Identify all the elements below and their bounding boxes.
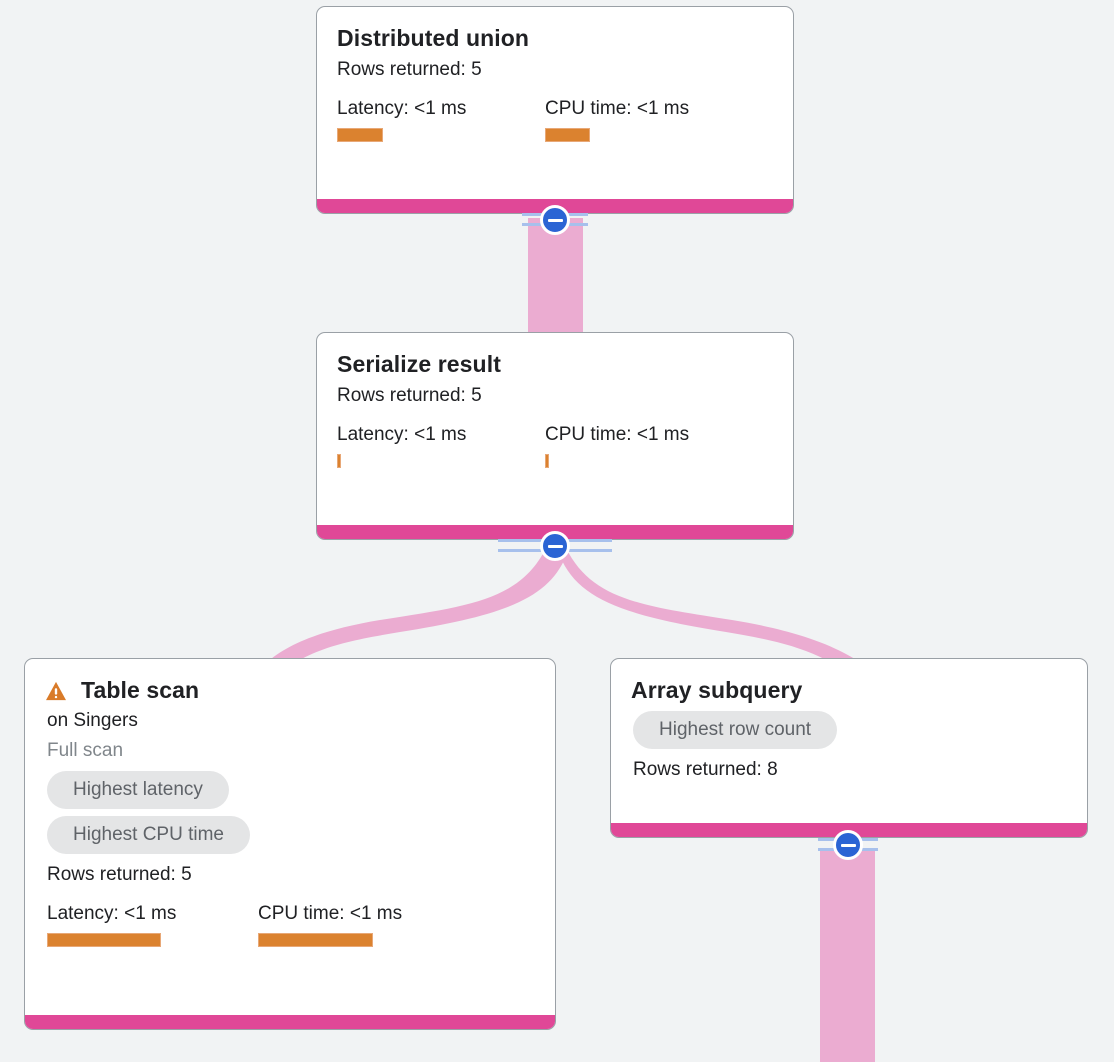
node-card-serialize-result[interactable]: Serialize result Rows returned: 5 Latenc… [316, 332, 794, 540]
metric-cpu-time-label: CPU time: <1 ms [545, 424, 690, 445]
badge-list: Highest row count [633, 711, 1067, 749]
edge-distributed-union-to-serialize-result [528, 218, 583, 340]
metric-cpu-time-bar [545, 128, 590, 142]
node-header-text: Table scan [81, 675, 199, 705]
rows-returned-text: Rows returned: 5 [337, 59, 482, 80]
rows-returned-text: Rows returned: 8 [633, 759, 778, 780]
metrics-row: Latency: <1 ms CPU time: <1 ms [337, 424, 773, 468]
minus-icon [840, 843, 856, 847]
metric-latency-label: Latency: <1 ms [337, 424, 467, 445]
metric-cpu-time-bar [545, 454, 549, 468]
badge-highest-row-count: Highest row count [633, 711, 838, 749]
node-scan-detail: Full scan [47, 740, 124, 761]
node-footer-bar [25, 1015, 555, 1029]
metric-latency-bar [47, 933, 161, 947]
metric-latency-label: Latency: <1 ms [337, 98, 467, 119]
node-header: Table scan [45, 675, 535, 705]
node-header: Array subquery [631, 675, 1067, 705]
metrics-row: Latency: <1 ms CPU time: <1 ms [47, 903, 535, 947]
metrics-row: Latency: <1 ms CPU time: <1 ms [337, 98, 773, 142]
node-body: Serialize result Rows returned: 5 Latenc… [317, 333, 793, 525]
node-body: Distributed union Rows returned: 5 Laten… [317, 7, 793, 199]
node-card-distributed-union[interactable]: Distributed union Rows returned: 5 Laten… [316, 6, 794, 214]
badge-highest-latency: Highest latency [47, 771, 229, 809]
minus-icon [547, 218, 563, 222]
node-title: Array subquery [631, 677, 803, 703]
node-card-table-scan[interactable]: Table scan on Singers Full scan Highest … [24, 658, 556, 1030]
metric-cpu-time: CPU time: <1 ms [545, 98, 689, 142]
metric-latency-bar [337, 128, 383, 142]
collapse-toggle-serialize-result[interactable] [540, 531, 570, 561]
node-body: Table scan on Singers Full scan Highest … [25, 659, 555, 1015]
metric-latency: Latency: <1 ms [47, 903, 258, 947]
badge-highest-cpu-time: Highest CPU time [47, 816, 250, 854]
rows-returned-text: Rows returned: 5 [47, 864, 192, 885]
rows-returned-text: Rows returned: 5 [337, 385, 482, 406]
node-header-text: Distributed union [337, 23, 529, 53]
node-title: Serialize result [337, 351, 501, 377]
metric-cpu-time-label: CPU time: <1 ms [258, 903, 403, 924]
edge-array-subquery-to-offscreen-child [820, 850, 875, 1062]
node-header: Serialize result [337, 349, 773, 379]
node-header-text: Serialize result [337, 349, 501, 379]
collapse-toggle-array-subquery[interactable] [833, 830, 863, 860]
metric-latency-label: Latency: <1 ms [47, 903, 177, 924]
metric-cpu-time: CPU time: <1 ms [545, 424, 689, 468]
metric-latency: Latency: <1 ms [337, 424, 545, 468]
node-header: Distributed union [337, 23, 773, 53]
badge-list: Highest latency Highest CPU time [47, 771, 535, 854]
node-body: Array subquery Highest row count Rows re… [611, 659, 1087, 823]
node-header-text: Array subquery [631, 675, 802, 705]
minus-icon [547, 544, 563, 548]
metric-cpu-time-label: CPU time: <1 ms [545, 98, 690, 119]
warning-icon [46, 681, 66, 701]
metric-cpu-time-bar [258, 933, 373, 947]
metric-latency: Latency: <1 ms [337, 98, 545, 142]
node-title: Distributed union [337, 25, 530, 51]
node-subtitle-table: on Singers [47, 710, 138, 731]
node-title: Table scan [81, 677, 200, 703]
collapse-toggle-distributed-union[interactable] [540, 205, 570, 235]
metric-latency-bar [337, 454, 341, 468]
metric-cpu-time: CPU time: <1 ms [258, 903, 402, 947]
node-card-array-subquery[interactable]: Array subquery Highest row count Rows re… [610, 658, 1088, 838]
